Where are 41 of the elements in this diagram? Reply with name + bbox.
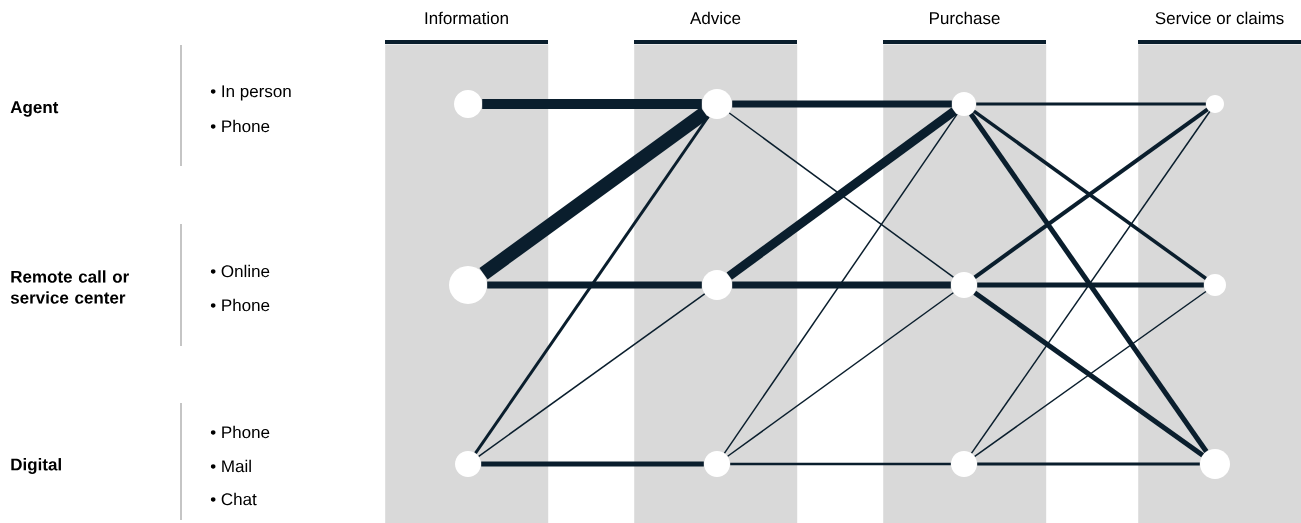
stage-circle xyxy=(455,451,481,477)
stage-circle xyxy=(449,266,487,304)
connector-line xyxy=(730,462,951,466)
connector-line xyxy=(477,293,706,458)
connector-line xyxy=(976,102,1206,106)
stage-circle xyxy=(1200,449,1230,479)
row-label: Agent xyxy=(10,101,59,117)
node-label: Purchase xyxy=(930,11,1000,25)
stage-circle xyxy=(704,451,730,477)
bullet-item: • Online xyxy=(210,264,270,278)
stage-circle xyxy=(1204,274,1226,296)
row-label: Digital xyxy=(11,458,61,474)
connector-line xyxy=(977,462,1200,466)
stage-circle xyxy=(702,89,732,119)
column-band: Service or claims xyxy=(1138,11,1301,523)
column-band: Advice xyxy=(634,11,798,523)
stage-circle xyxy=(702,270,732,300)
connector-line xyxy=(474,115,710,454)
stage-circle xyxy=(951,272,977,298)
connector-line xyxy=(723,113,958,454)
node-label: Information xyxy=(425,11,508,25)
stage-circle xyxy=(1206,95,1224,113)
connector-line xyxy=(479,107,709,280)
stage-circle xyxy=(454,90,482,118)
column-band: Purchase xyxy=(883,11,1047,523)
bullet-item: • Chat xyxy=(210,492,257,506)
bullet-item: • Mail xyxy=(210,459,251,473)
column-band: Information xyxy=(385,11,549,523)
bullet-item: • Phone xyxy=(210,119,270,133)
stage-circle xyxy=(951,451,977,477)
bullet-item: • Phone xyxy=(210,425,270,439)
connector-line xyxy=(481,461,704,467)
row-label: Remote call or service center xyxy=(10,270,129,304)
connector-line xyxy=(726,292,955,457)
bullet-item: • Phone xyxy=(210,298,270,312)
bullet-item: • In person xyxy=(210,85,291,101)
node-label: Service or claims xyxy=(1155,11,1284,25)
connector-line xyxy=(482,99,702,109)
connector-line xyxy=(977,282,1204,288)
stage-circle xyxy=(952,92,976,116)
node-label: Advice xyxy=(690,11,741,25)
